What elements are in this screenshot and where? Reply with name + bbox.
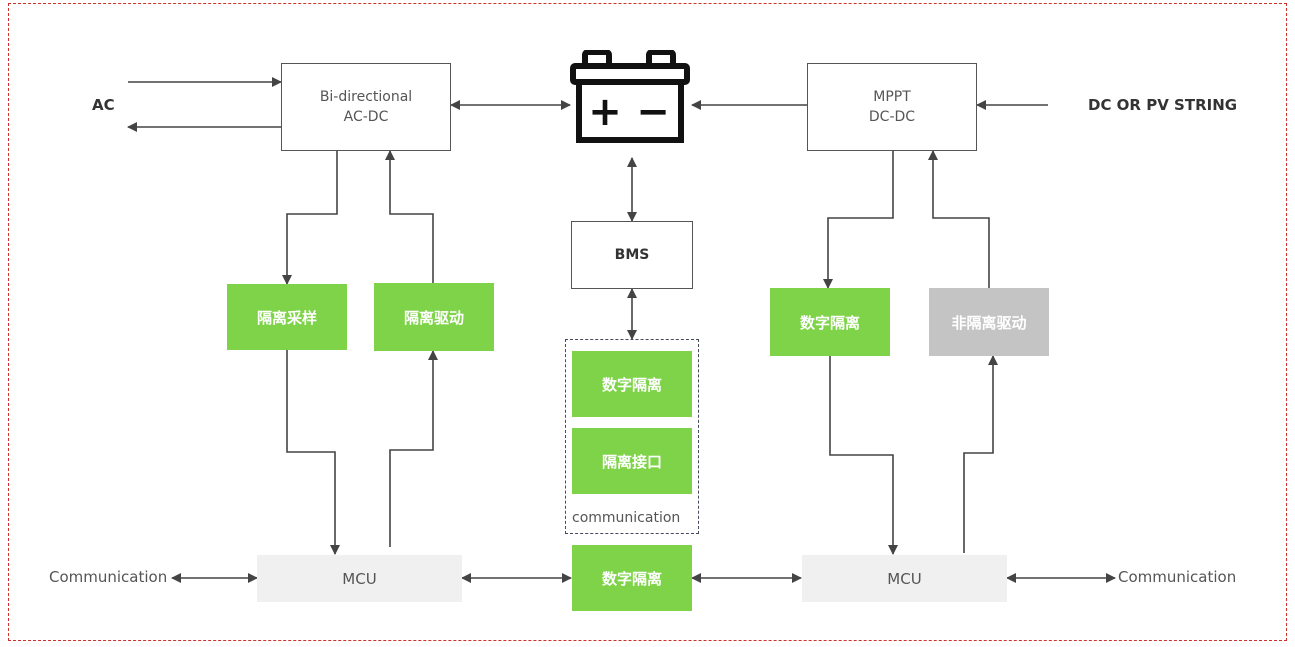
digital-isolation-block-right: 数字隔离 (770, 288, 890, 356)
bms-block: BMS (571, 221, 693, 289)
isolated-drive-block: 隔离驱动 (374, 283, 494, 351)
battery-minus-sign: − (636, 89, 670, 135)
comm-isolated-interface-block: 隔离接口 (572, 428, 692, 494)
comm-digital-isolation-block: 数字隔离 (572, 351, 692, 417)
bottom-digital-isolation-block: 数字隔离 (572, 545, 692, 611)
ac-label: AC (92, 96, 115, 114)
mppt-title: MPPT (873, 89, 911, 105)
mppt-converter-block: MPPT DC-DC (807, 63, 977, 151)
dc-input-label: DC OR PV STRING (1088, 96, 1238, 114)
mcu-nonisodrive-line (963, 355, 998, 553)
communication-group (565, 339, 699, 534)
acdc-title: Bi-directional (319, 89, 413, 105)
drive-acdc-line (385, 150, 434, 283)
isolated-sampling-block: 隔离采样 (227, 284, 347, 350)
sampling-mcu-line (286, 350, 340, 555)
battery-plus-sign: + (588, 89, 622, 135)
battery-icon: + − (570, 50, 690, 143)
non-isolated-drive-block: 非隔离驱动 (929, 288, 1049, 356)
communication-right-label: Communication (1118, 568, 1237, 586)
nonisodrive-mppt-line (928, 150, 990, 288)
mcu-drive-line (389, 350, 438, 547)
mppt-subtitle: DC-DC (868, 109, 916, 125)
acdc-subtitle: AC-DC (343, 109, 389, 125)
mcu-right-block: MCU (802, 555, 1007, 602)
communication-left-label: Communication (49, 568, 168, 586)
acdc-converter-block: Bi-directional AC-DC (281, 63, 451, 151)
diagram-frame (8, 3, 1287, 641)
digital-iso-mcu-line (829, 356, 898, 555)
mppt-digital-iso-line (823, 151, 894, 289)
acdc-sampling-line (282, 151, 338, 285)
communication-group-label: communication (572, 510, 681, 526)
mcu-left-block: MCU (257, 555, 462, 602)
